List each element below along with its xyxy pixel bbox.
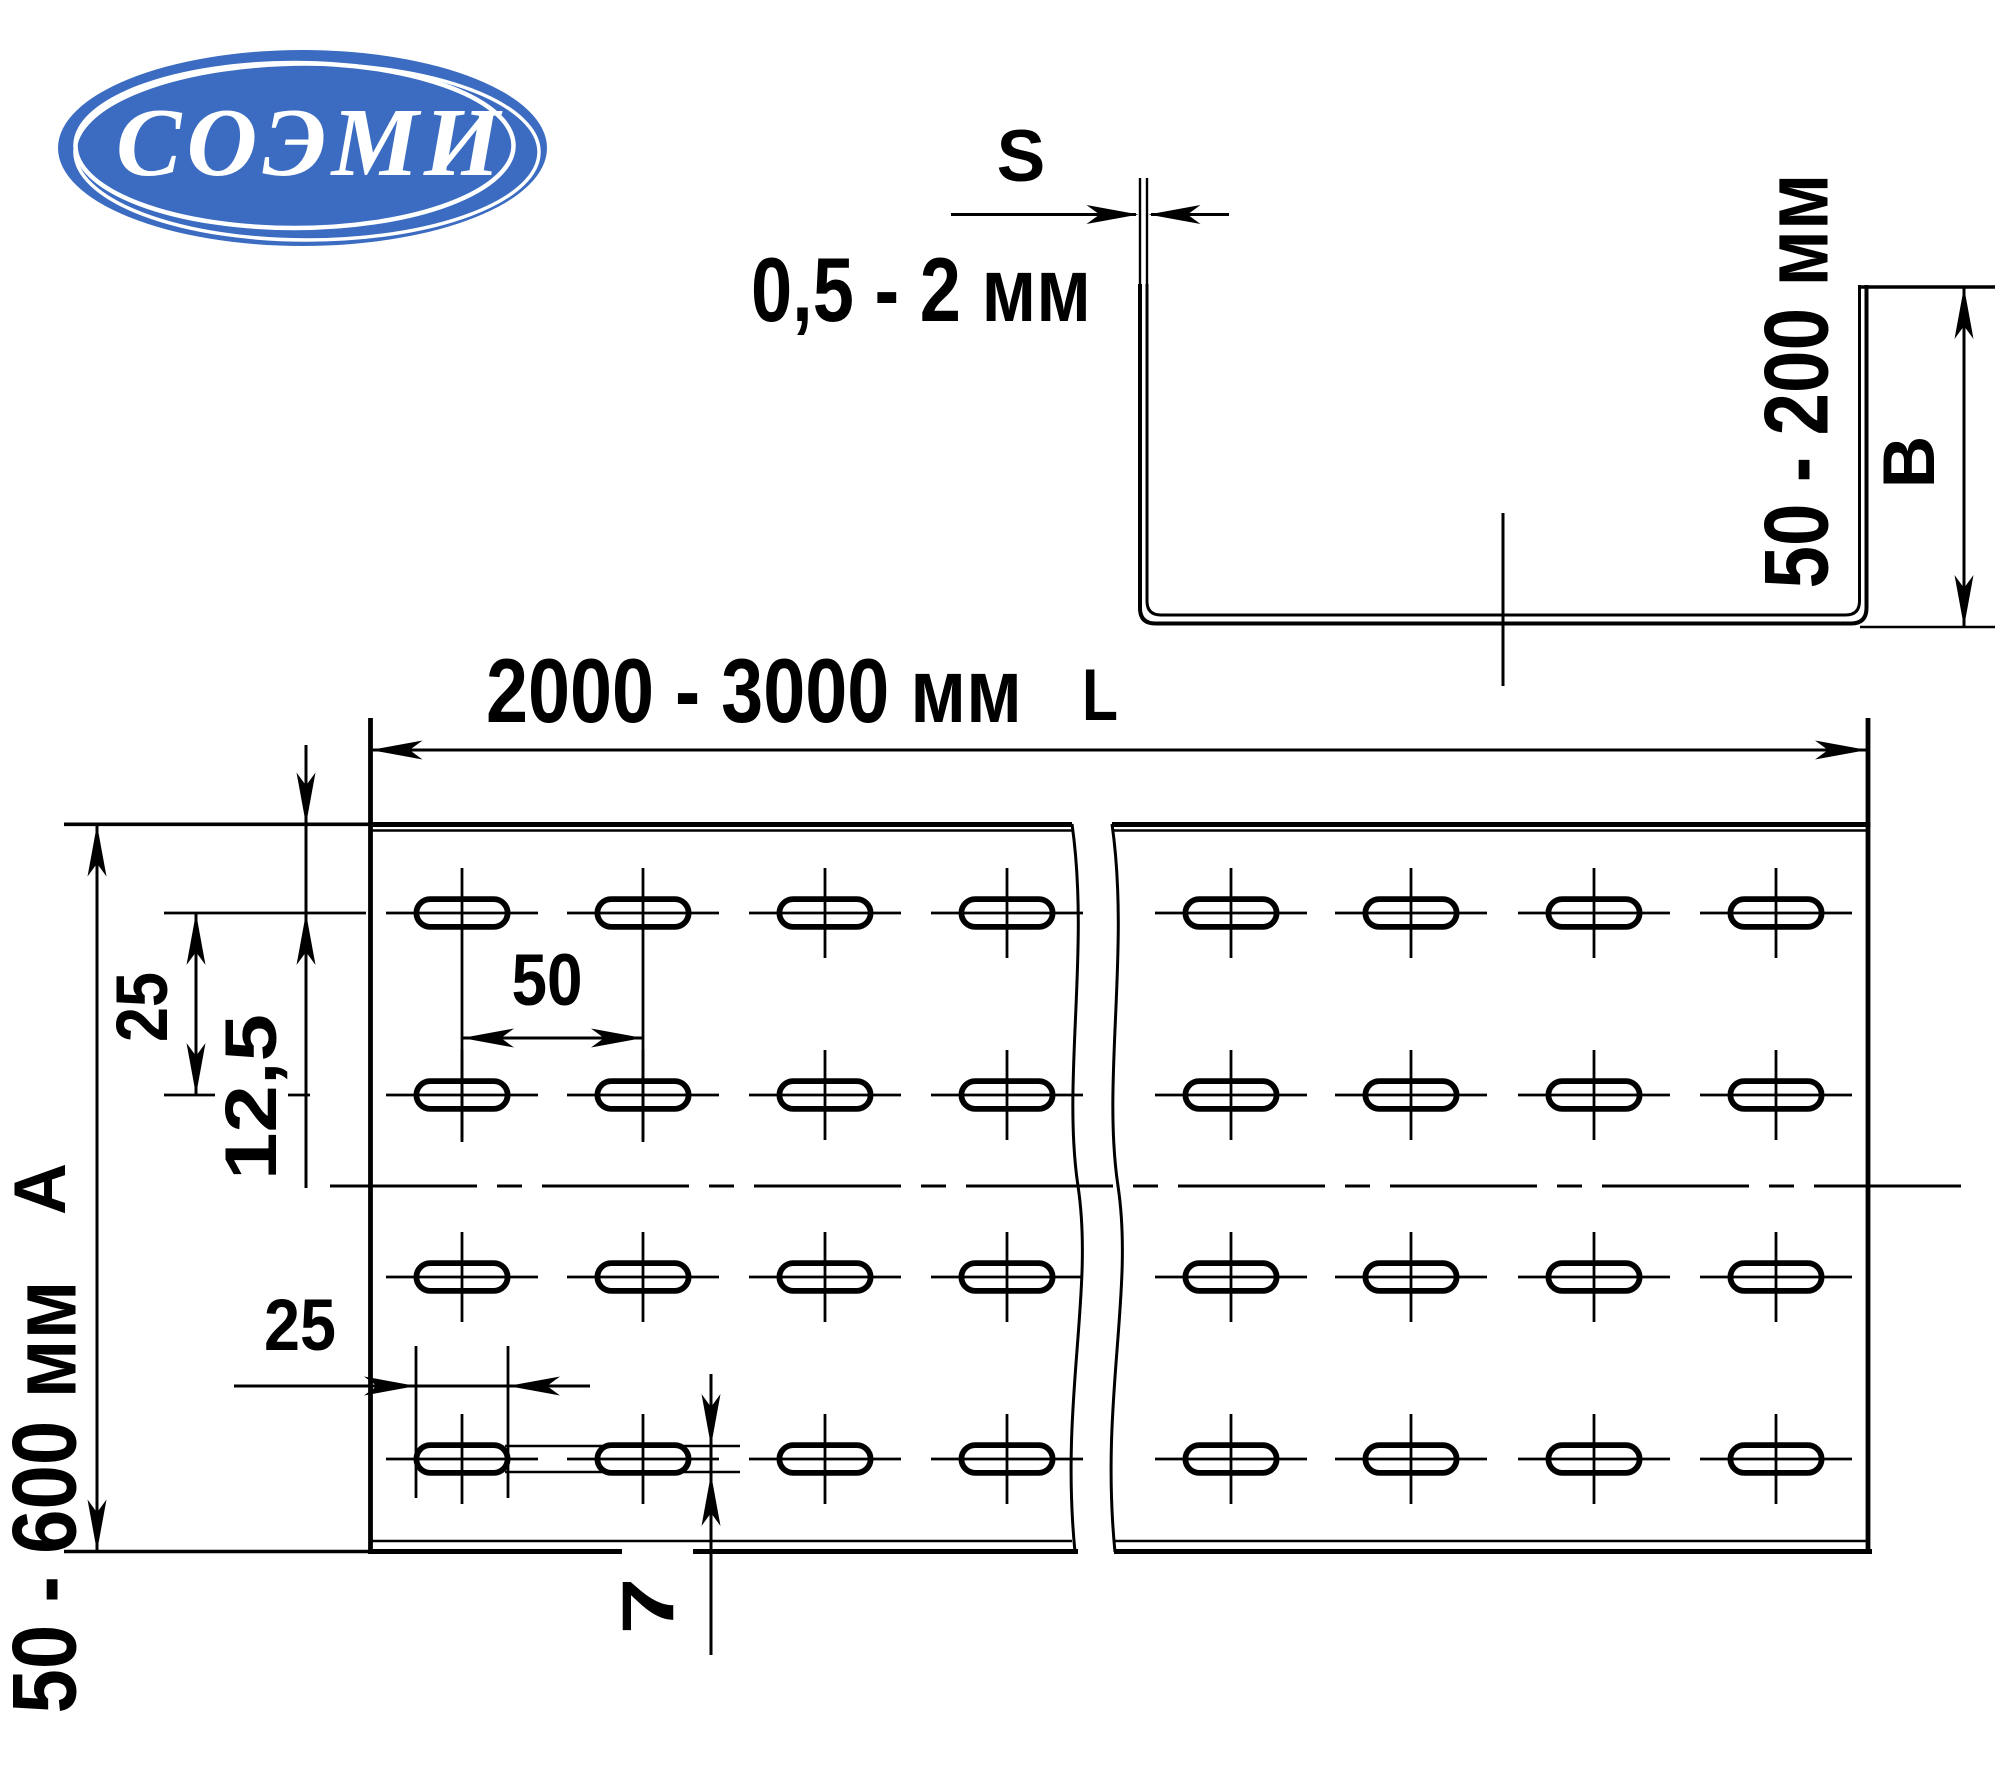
svg-text:А: А: [0, 1163, 81, 1215]
svg-text:25: 25: [264, 1285, 336, 1366]
svg-text:L: L: [1082, 655, 1118, 736]
svg-text:50: 50: [512, 940, 583, 1021]
svg-text:S: S: [997, 116, 1046, 197]
svg-text:В: В: [1869, 436, 1950, 489]
svg-text:СОЭМИ: СОЭМИ: [116, 89, 503, 197]
svg-text:7: 7: [608, 1578, 689, 1635]
svg-text:0,5 - 2 мм: 0,5 - 2 мм: [751, 240, 1091, 341]
svg-text:50 - 600 мм: 50 - 600 мм: [0, 1281, 95, 1714]
svg-text:12,5: 12,5: [211, 1014, 292, 1180]
svg-text:50 - 200 мм: 50 - 200 мм: [1746, 174, 1847, 589]
svg-text:2000 - 3000 мм: 2000 - 3000 мм: [486, 641, 1022, 742]
svg-text:25: 25: [102, 972, 183, 1042]
